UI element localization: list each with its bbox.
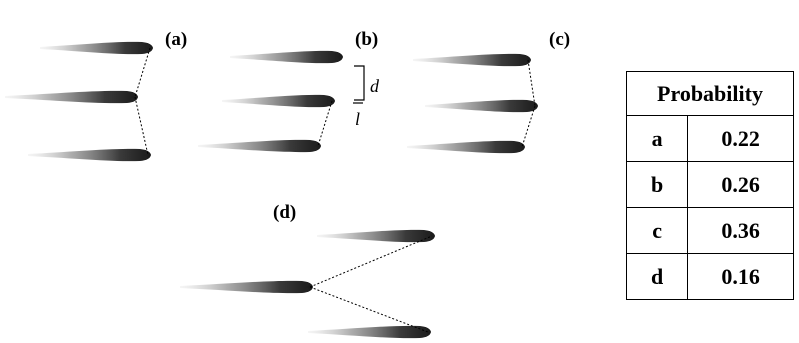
fish-b-3: [198, 139, 321, 153]
fish-a-3: [28, 148, 151, 162]
row-key-d: d: [625, 253, 689, 300]
fish-eye: [130, 98, 134, 102]
fish-eye: [517, 148, 521, 152]
tether-a-1: [134, 47, 151, 98]
probability-table: Probability a 0.22 b 0.26 c 0.36 d 0.16: [625, 71, 794, 300]
fish-eye: [305, 288, 309, 292]
table-row: c 0.36: [625, 207, 794, 254]
fish-body: [222, 94, 335, 108]
fish-eye: [305, 282, 309, 286]
row-key-c: c: [625, 207, 689, 254]
fish-d-1: [317, 229, 435, 243]
panel-label-c: (c): [549, 29, 570, 50]
fish-eye: [130, 92, 134, 96]
table-row: a 0.22: [625, 115, 794, 162]
fish-eye: [313, 147, 317, 151]
row-value-d: 0.16: [687, 253, 794, 300]
fish-body: [317, 229, 435, 243]
fish-eye: [517, 142, 521, 146]
distance-bracket: [354, 65, 365, 101]
fish-a-2: [5, 90, 138, 104]
fish-b-1: [230, 50, 343, 64]
fish-eye: [335, 52, 339, 56]
row-value-a: 0.22: [687, 115, 794, 162]
table-row: b 0.26: [625, 161, 794, 208]
fish-body: [407, 140, 525, 154]
panel-label-a: (a): [165, 29, 187, 50]
fish-body: [308, 325, 431, 339]
fish-eye: [143, 156, 147, 160]
fish-d-3: [308, 325, 431, 339]
table-row: d 0.16: [625, 253, 794, 300]
fish-b-2: [222, 94, 335, 108]
fish-body: [5, 90, 138, 104]
distance-label: d: [370, 76, 380, 96]
fish-eye: [523, 55, 527, 59]
table-header-row: Probability: [626, 71, 794, 116]
panel-label-d: (d): [273, 202, 296, 223]
tether-b-1: [317, 100, 333, 147]
fish-eye: [427, 231, 431, 235]
fish-layer: [5, 41, 538, 339]
fish-body: [198, 139, 321, 153]
fish-eye: [145, 43, 149, 47]
fish-eye: [427, 237, 431, 241]
row-value-b: 0.26: [687, 161, 794, 208]
tether-d-1: [309, 235, 433, 288]
fish-c-1: [413, 53, 531, 67]
fish-eye: [327, 96, 331, 100]
fish-eye: [530, 107, 534, 111]
fish-body: [180, 280, 313, 294]
fish-body: [40, 41, 153, 55]
fish-body: [413, 53, 531, 67]
fish-eye: [335, 58, 339, 62]
tether-a-2: [134, 96, 149, 156]
fish-body: [28, 148, 151, 162]
fish-body: [230, 50, 343, 64]
row-key-a: a: [625, 115, 689, 162]
tether-c-1: [527, 59, 536, 107]
fish-c-3: [407, 140, 525, 154]
fish-c-2: [425, 99, 538, 113]
fish-eye: [523, 61, 527, 65]
fish-eye: [423, 333, 427, 337]
fish-d-2: [180, 280, 313, 294]
fish-eye: [530, 101, 534, 105]
row-key-b: b: [625, 161, 689, 208]
length-label: l: [355, 109, 360, 129]
table-header: Probability: [626, 71, 794, 116]
fish-body: [425, 99, 538, 113]
tether-d-2: [309, 286, 429, 333]
tether-layer: [134, 47, 536, 333]
fish-eye: [313, 141, 317, 145]
fish-eye: [143, 150, 147, 154]
fish-eye: [145, 49, 149, 53]
panel-label-b: (b): [355, 29, 378, 50]
fish-eye: [327, 102, 331, 106]
row-value-c: 0.36: [687, 207, 794, 254]
tether-c-2: [521, 105, 536, 148]
fish-a-1: [40, 41, 153, 55]
